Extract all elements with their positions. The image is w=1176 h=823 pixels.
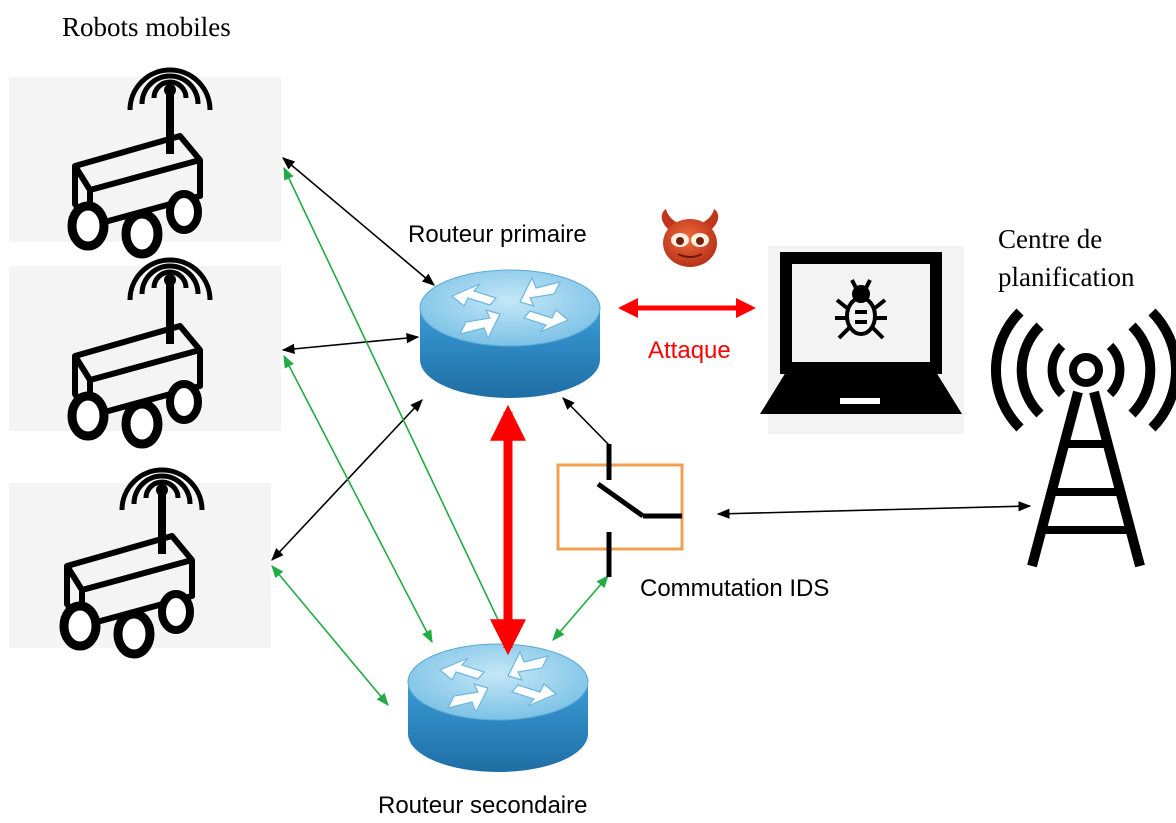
- robot-panel-2: [9, 260, 281, 444]
- radio-tower-icon: [990, 308, 1176, 568]
- robot-panel-3: [9, 470, 271, 654]
- robots-title: Robots mobiles: [62, 12, 231, 42]
- ids-switch-box: [556, 463, 684, 551]
- ids-switch-label: Commutation IDS: [640, 575, 829, 602]
- secondary-router-label: Routeur secondaire: [378, 792, 587, 819]
- link-primary-switch: [562, 397, 610, 446]
- ids-switch: [556, 444, 684, 577]
- router-icon: [407, 643, 589, 773]
- router-icon: [419, 269, 601, 399]
- link-robot3-secondary: [271, 565, 389, 706]
- backup-links: [271, 166, 609, 706]
- laptop-bug-icon: [760, 246, 964, 434]
- planning-center-label-1: Centre de: [998, 224, 1102, 254]
- planning-center-label-2: planification: [998, 262, 1135, 292]
- link-robot3-primary: [271, 399, 423, 561]
- primary-router-label: Routeur primaire: [408, 221, 587, 248]
- link-robot2-secondary: [283, 354, 433, 644]
- link-robot2-primary: [281, 333, 420, 354]
- link-switch-secondary: [552, 575, 609, 641]
- attack-label: Attaque: [648, 337, 731, 364]
- link-switch-tower: [716, 501, 1032, 519]
- devil-face-icon: [661, 209, 719, 267]
- robot-panel-1: [9, 70, 281, 254]
